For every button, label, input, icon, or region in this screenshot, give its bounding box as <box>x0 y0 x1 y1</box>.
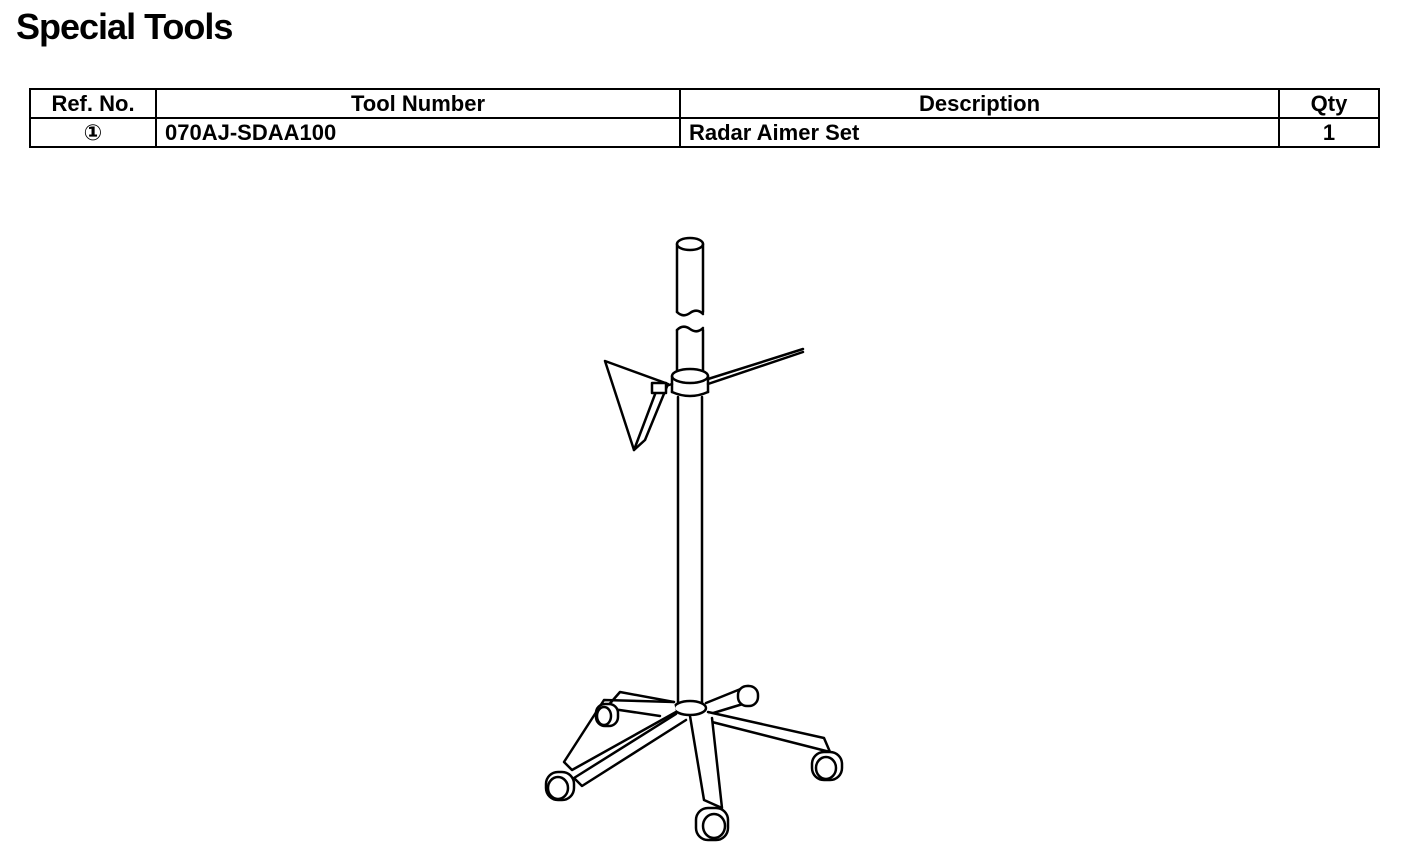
header-tool-number: Tool Number <box>155 88 681 119</box>
header-qty: Qty <box>1278 88 1380 119</box>
table-row: ① 070AJ-SDAA100 Radar Aimer Set 1 <box>29 117 1380 148</box>
cell-tool-number: 070AJ-SDAA100 <box>155 117 681 148</box>
table-header-row: Ref. No. Tool Number Description Qty <box>29 88 1380 119</box>
page-title: Special Tools <box>16 6 233 47</box>
radar-aimer-stand-icon <box>544 236 844 842</box>
cell-qty: 1 <box>1278 117 1380 148</box>
special-tools-table: Ref. No. Tool Number Description Qty ① 0… <box>29 88 1380 148</box>
header-description: Description <box>679 88 1280 119</box>
cell-ref-no: ① <box>29 117 157 148</box>
header-ref-no: Ref. No. <box>29 88 157 119</box>
cell-description: Radar Aimer Set <box>679 117 1280 148</box>
